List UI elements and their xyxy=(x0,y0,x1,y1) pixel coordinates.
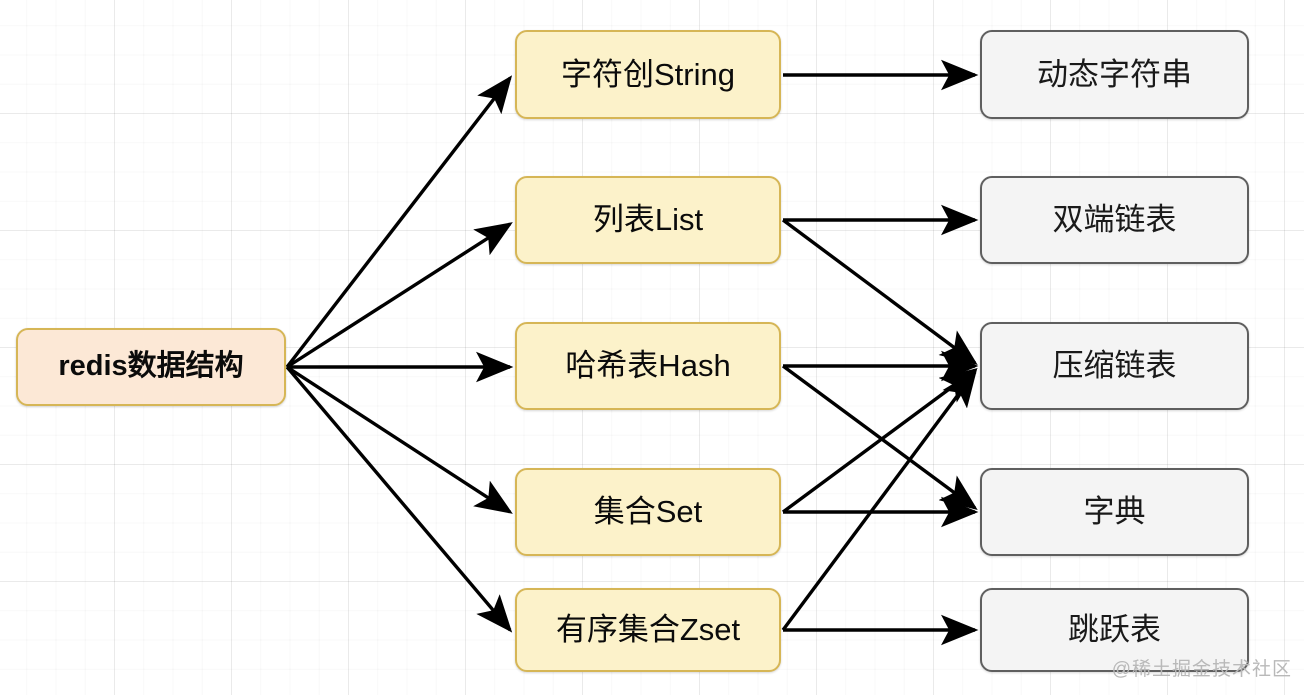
edge-type-set-to-impl-ziplist xyxy=(781,367,978,514)
node-label: redis数据结构 xyxy=(58,350,244,383)
node-impl-ziplist[interactable]: 压缩链表 xyxy=(980,322,1249,410)
node-type-set[interactable]: 集合Set xyxy=(515,468,781,556)
edge-redis-root-to-type-set xyxy=(286,365,513,514)
edge-redis-root-to-type-zset xyxy=(285,365,513,633)
node-label: 字典 xyxy=(1083,494,1146,530)
node-type-list[interactable]: 列表List xyxy=(515,176,781,264)
node-label: 集合Set xyxy=(593,494,703,530)
node-label: 双端链表 xyxy=(1052,202,1177,238)
node-label: 字符创String xyxy=(561,56,735,92)
node-label: 压缩链表 xyxy=(1052,348,1177,384)
node-type-hash[interactable]: 哈希表Hash xyxy=(515,322,781,410)
node-redis-root[interactable]: redis数据结构 xyxy=(16,328,286,406)
node-label: 哈希表Hash xyxy=(565,348,731,384)
node-impl-sds[interactable]: 动态字符串 xyxy=(980,30,1249,119)
node-label: 有序集合Zset xyxy=(555,612,741,648)
edge-redis-root-to-type-string xyxy=(285,75,513,369)
edge-redis-root-to-type-list xyxy=(286,222,513,369)
node-type-zset[interactable]: 有序集合Zset xyxy=(515,588,781,672)
node-label: 动态字符串 xyxy=(1037,56,1192,92)
node-label: 跳跃表 xyxy=(1068,612,1161,648)
edge-type-zset-to-impl-ziplist xyxy=(781,369,978,632)
node-impl-skiplist[interactable]: 跳跃表 xyxy=(980,588,1249,672)
node-type-string[interactable]: 字符创String xyxy=(515,30,781,119)
node-label: 列表List xyxy=(592,202,704,238)
edge-type-list-to-impl-ziplist xyxy=(781,218,978,366)
edge-type-hash-to-impl-dict xyxy=(781,364,978,511)
watermark: @稀土掘金技术社区 xyxy=(1111,659,1292,680)
node-impl-linkedlist[interactable]: 双端链表 xyxy=(980,176,1249,264)
node-impl-dict[interactable]: 字典 xyxy=(980,468,1249,556)
